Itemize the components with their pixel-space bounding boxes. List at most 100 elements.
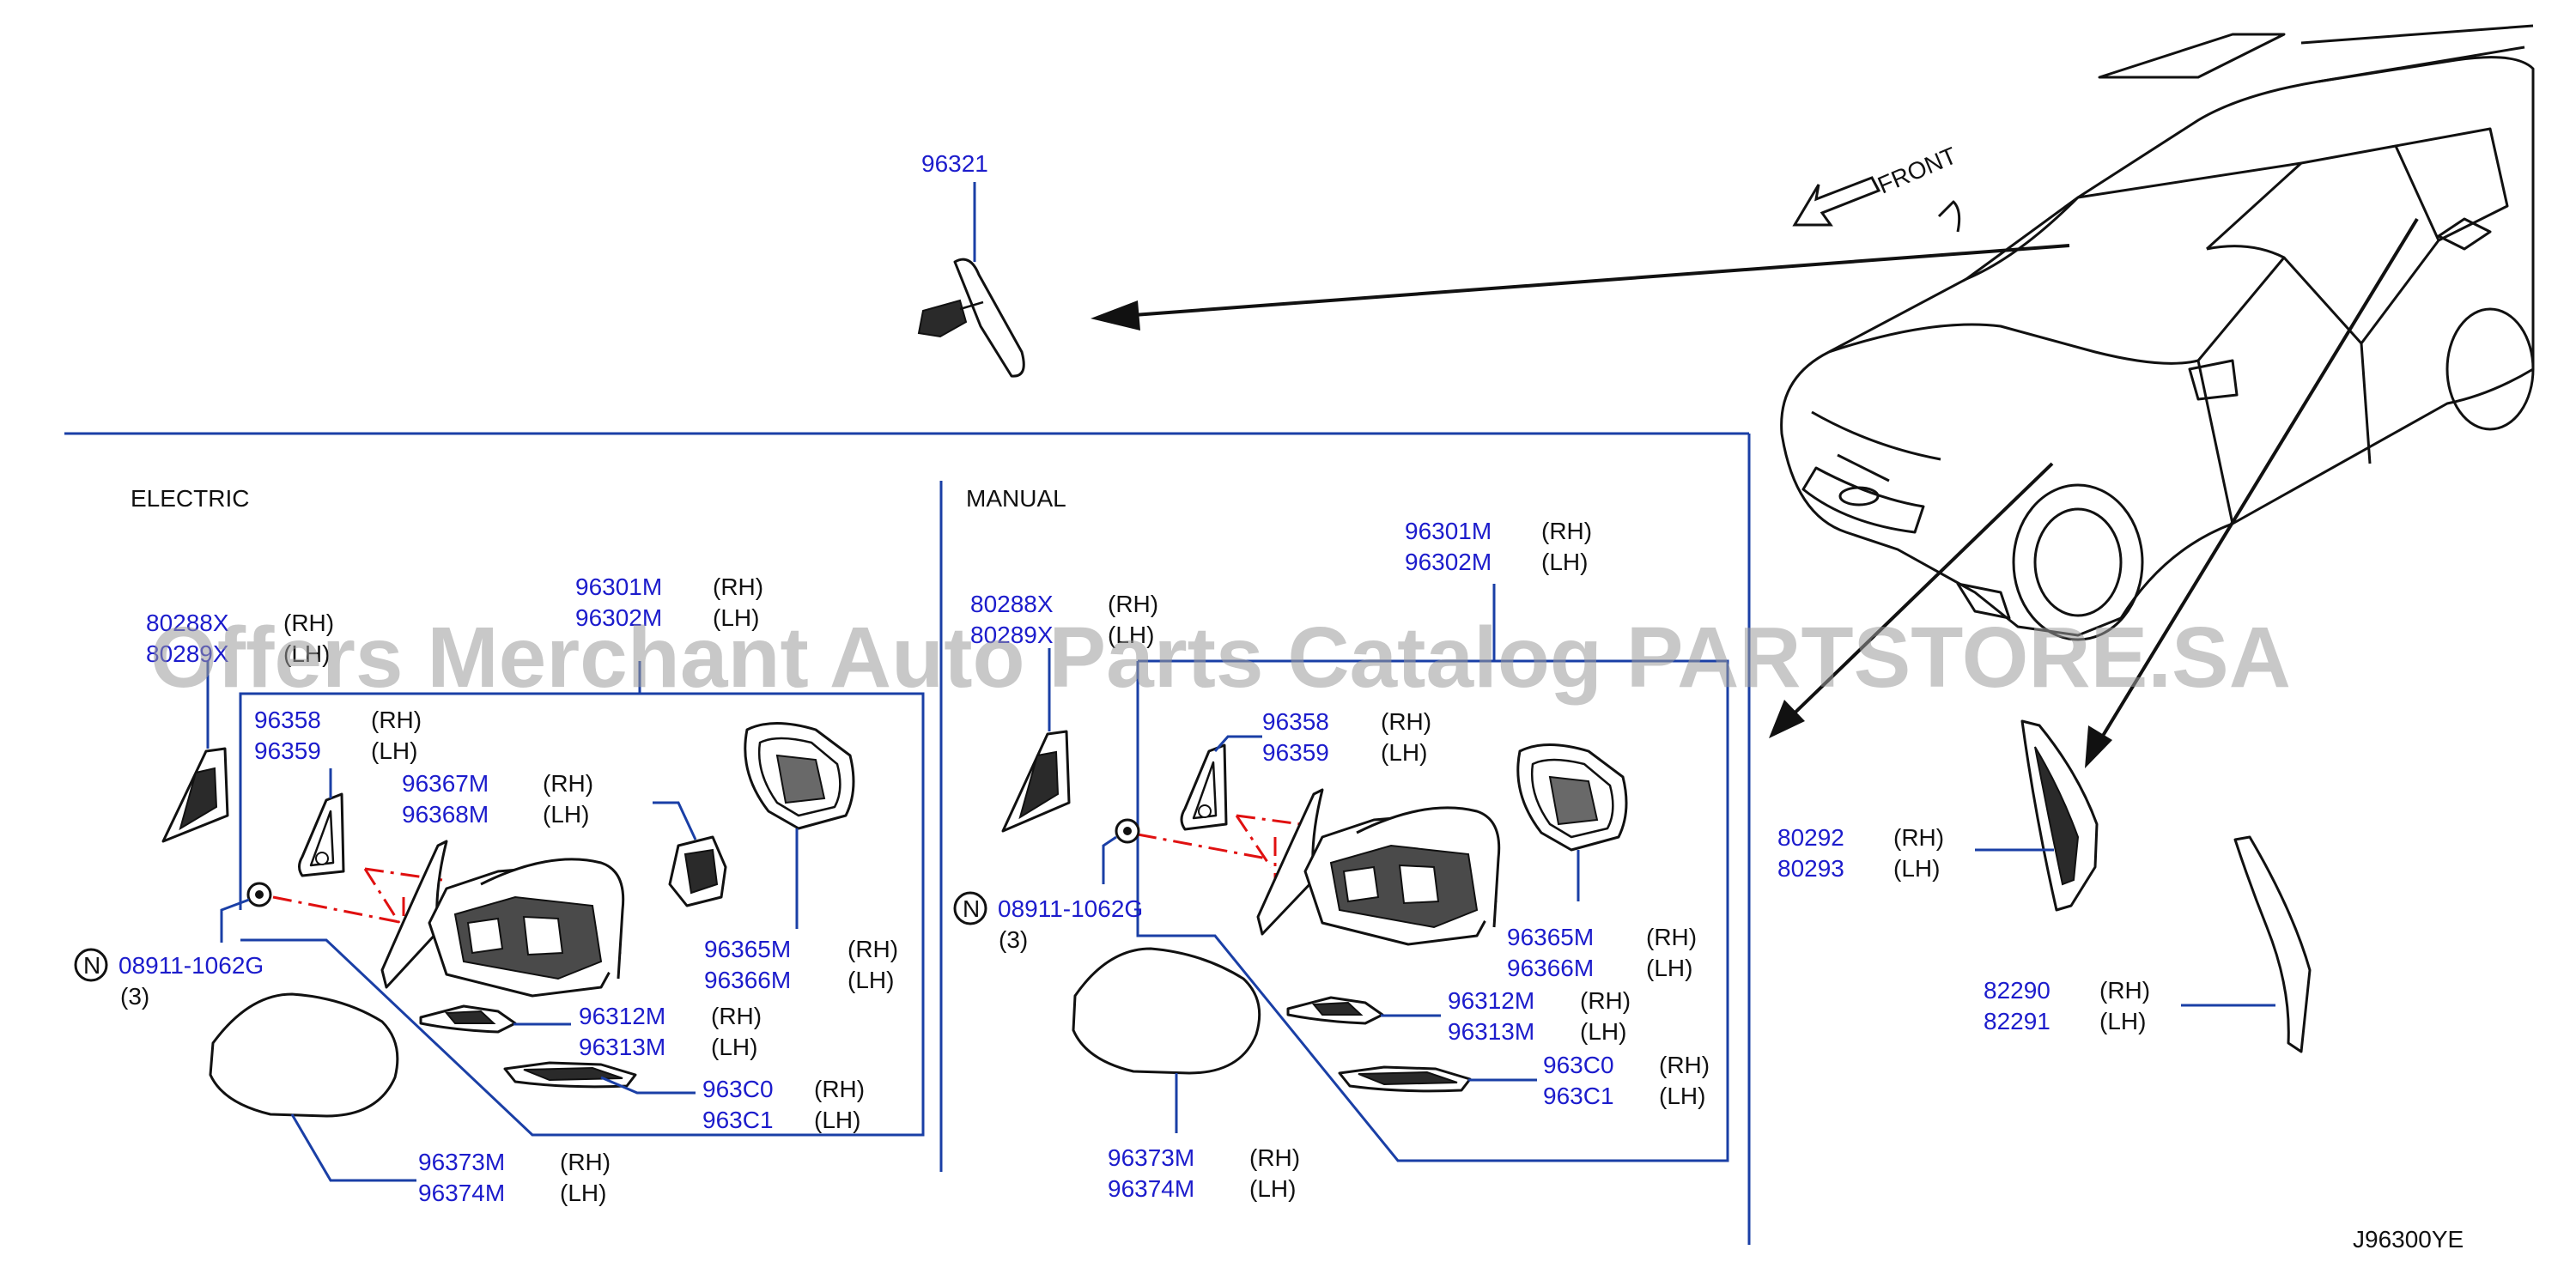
side-lh: (LH) <box>713 604 759 631</box>
electric-mirror-seal[interactable] <box>298 792 345 877</box>
electric-mirror-glass[interactable] <box>744 722 855 830</box>
part-number-96367m-electric[interactable]: 96367M <box>402 770 489 797</box>
bolt-symbol-circle <box>953 891 987 925</box>
part-number-96373m-manual[interactable]: 96373M <box>1108 1144 1194 1171</box>
part-number-96358-electric[interactable]: 96358 <box>254 707 321 733</box>
part-number-96302m-manual[interactable]: 96302M <box>1405 549 1492 575</box>
part-number-96374m-electric[interactable]: 96374M <box>418 1180 505 1206</box>
side-lh: (LH) <box>848 967 894 993</box>
side-rh: (RH) <box>713 573 763 600</box>
part-number-96313m-manual[interactable]: 96313M <box>1448 1018 1534 1045</box>
side-lh: (LH) <box>543 801 589 828</box>
part-number-96302m-electric[interactable]: 96302M <box>575 604 662 631</box>
diagram-code: J96300YE <box>2353 1226 2464 1253</box>
side-lh: (LH) <box>560 1180 606 1206</box>
side-rh: (RH) <box>711 1003 762 1029</box>
bolt-symbol-circle <box>74 948 108 982</box>
bolt-symbol: N <box>83 952 100 979</box>
side-rh: (RH) <box>1381 708 1431 735</box>
side-rh: (RH) <box>1108 591 1158 617</box>
bolt-symbol-manual: N <box>963 895 980 922</box>
side-rh: (RH) <box>2099 977 2150 1004</box>
side-lh: (LH) <box>2099 1008 2146 1034</box>
side-rh: (RH) <box>543 770 593 797</box>
section-frames <box>64 432 1751 1245</box>
part-number-96321[interactable]: 96321 <box>921 150 988 177</box>
electric-mirror-under-cover[interactable] <box>419 1004 517 1034</box>
electric-door-mirror-assembly[interactable] <box>380 840 625 998</box>
front-direction-arrow <box>1792 176 1881 227</box>
part-number-82291[interactable]: 82291 <box>1984 1008 2050 1034</box>
side-lh: (LH) <box>1646 955 1692 981</box>
side-rh: (RH) <box>1893 824 1944 851</box>
part-number-963c1-electric[interactable]: 963C1 <box>702 1107 774 1133</box>
manual-mirror-under-cover[interactable] <box>1286 996 1384 1025</box>
interior-mirror[interactable] <box>917 258 1025 378</box>
part-number-96359-manual[interactable]: 96359 <box>1262 739 1329 766</box>
part-number-80289x-electric[interactable]: 80289X <box>146 640 229 667</box>
side-rh: (RH) <box>371 707 422 733</box>
part-number-08911-1062g-manual[interactable]: 08911-1062G <box>998 895 1143 922</box>
part-number-96301m-manual[interactable]: 96301M <box>1405 518 1492 544</box>
part-number-96313m-electric[interactable]: 96313M <box>579 1034 665 1060</box>
part-number-96359-electric[interactable]: 96359 <box>254 737 321 764</box>
part-number-963c1-manual[interactable]: 963C1 <box>1543 1083 1614 1109</box>
manual-door-mirror-assembly[interactable] <box>1256 788 1501 946</box>
part-number-80288x-electric[interactable]: 80288X <box>146 610 229 636</box>
side-rh: (RH) <box>1659 1052 1710 1078</box>
electric-turn-lamp[interactable] <box>503 1061 637 1089</box>
part-number-96368m-electric[interactable]: 96368M <box>402 801 489 828</box>
side-rh: (RH) <box>1541 518 1592 544</box>
side-lh: (LH) <box>711 1034 757 1060</box>
part-number-08911-1062g-electric[interactable]: 08911-1062G <box>118 952 264 979</box>
part-number-96373m-electric[interactable]: 96373M <box>418 1149 505 1175</box>
part-number-80288x-manual[interactable]: 80288X <box>970 591 1054 617</box>
part-number-96312m-electric[interactable]: 96312M <box>579 1003 665 1029</box>
manual-mirror-seal[interactable] <box>1180 743 1228 831</box>
side-rh: (RH) <box>1249 1144 1300 1171</box>
electric-corner-finisher[interactable] <box>161 747 229 843</box>
side-lh: (LH) <box>1580 1018 1626 1045</box>
side-rh: (RH) <box>848 936 898 962</box>
part-number-80289x-manual[interactable]: 80289X <box>970 622 1054 648</box>
side-rh: (RH) <box>560 1149 611 1175</box>
part-number-96301m-electric[interactable]: 96301M <box>575 573 662 600</box>
bolt-qty-electric: (3) <box>120 983 149 1010</box>
part-number-96365m-electric[interactable]: 96365M <box>704 936 791 962</box>
section-title-electric: ELECTRIC <box>131 485 249 512</box>
electric-mirror-cap[interactable] <box>209 992 399 1118</box>
front-label: FRONT <box>1874 142 1960 198</box>
watermark: Offers Merchant Auto Parts Catalog PARTS… <box>150 610 2291 706</box>
part-number-96358-manual[interactable]: 96358 <box>1262 708 1329 735</box>
manual-turn-lamp[interactable] <box>1338 1065 1472 1093</box>
side-lh: (LH) <box>814 1107 860 1133</box>
part-number-96312m-manual[interactable]: 96312M <box>1448 987 1534 1014</box>
side-lh: (LH) <box>283 640 330 667</box>
part-number-96374m-manual[interactable]: 96374M <box>1108 1175 1194 1202</box>
electric-bolt[interactable] <box>246 882 272 907</box>
part-number-82290[interactable]: 82290 <box>1984 977 2050 1004</box>
manual-corner-finisher[interactable] <box>1001 730 1071 833</box>
side-lh: (LH) <box>1659 1083 1705 1109</box>
pillar-finisher[interactable] <box>2020 719 2099 912</box>
part-number-80293[interactable]: 80293 <box>1777 855 1844 882</box>
side-lh: (LH) <box>1541 549 1588 575</box>
part-number-963c0-electric[interactable]: 963C0 <box>702 1076 774 1102</box>
part-number-96365m-manual[interactable]: 96365M <box>1507 924 1594 950</box>
part-number-96366m-electric[interactable]: 96366M <box>704 967 791 993</box>
electric-mirror-actuator[interactable] <box>668 835 727 907</box>
part-number-963c0-manual[interactable]: 963C0 <box>1543 1052 1614 1078</box>
part-number-96366m-manual[interactable]: 96366M <box>1507 955 1594 981</box>
side-lh: (LH) <box>1249 1175 1296 1202</box>
side-lh: (LH) <box>1893 855 1940 882</box>
vehicle-illustration <box>1780 24 2535 641</box>
side-lh: (LH) <box>371 737 417 764</box>
manual-bolt[interactable] <box>1115 818 1140 844</box>
side-lh: (LH) <box>1381 739 1427 766</box>
side-trim-molding[interactable] <box>2233 835 2312 1053</box>
part-number-80292[interactable]: 80292 <box>1777 824 1844 851</box>
manual-mirror-glass[interactable] <box>1516 743 1628 852</box>
manual-mirror-cap[interactable] <box>1072 947 1261 1075</box>
arrow-to-interior-mirror <box>1091 244 2070 331</box>
